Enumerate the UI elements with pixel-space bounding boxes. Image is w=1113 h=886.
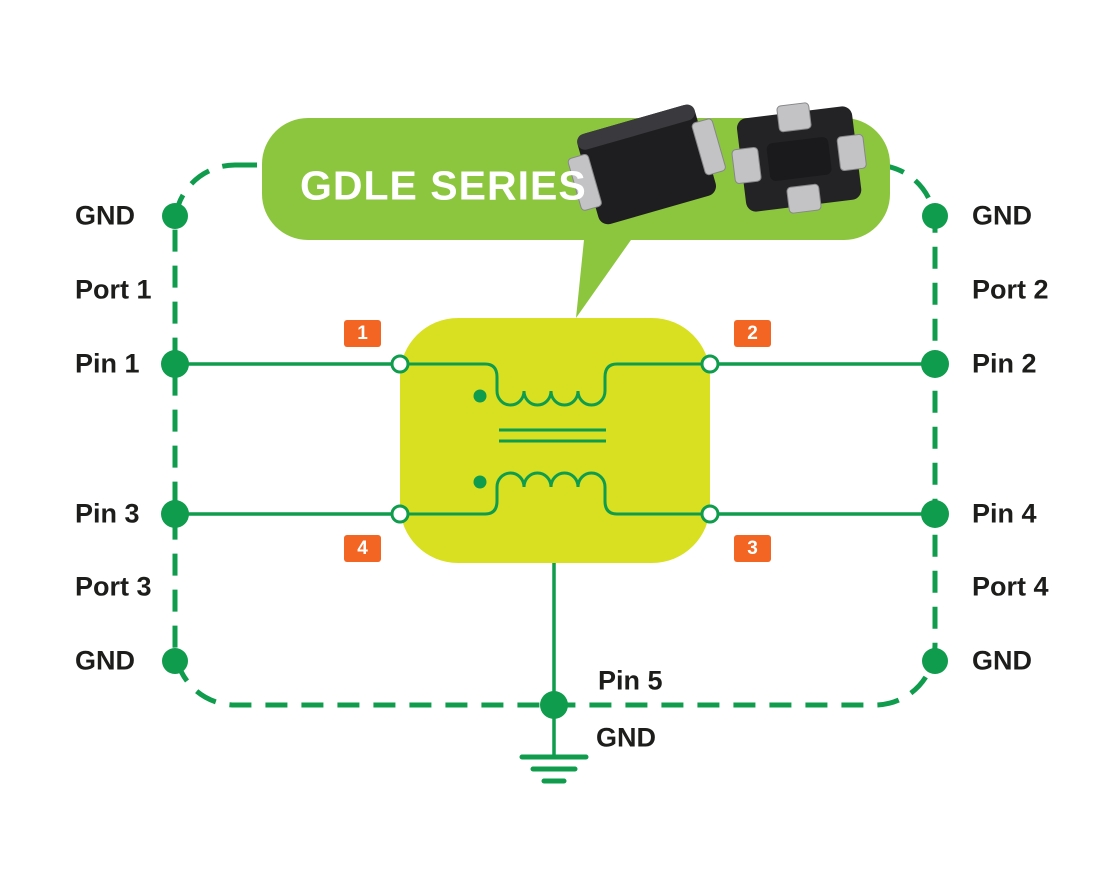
primary-winding bbox=[405, 362, 705, 407]
gnd-node-bottom-left bbox=[162, 648, 188, 674]
terminal-pin1 bbox=[390, 354, 410, 374]
ground-symbol bbox=[519, 754, 589, 784]
label-gnd-bottom-left: GND bbox=[75, 645, 135, 676]
label-port-4: Port 4 bbox=[972, 571, 1049, 602]
pin1-node-dot bbox=[161, 350, 189, 378]
terminal-pin2 bbox=[700, 354, 720, 374]
pin3-node-dot bbox=[161, 500, 189, 528]
gnd-node-top-right bbox=[922, 203, 948, 229]
label-port-2: Port 2 bbox=[972, 274, 1049, 305]
polarity-dot-bottom bbox=[473, 475, 487, 489]
bubble-tail bbox=[576, 230, 638, 318]
gnd-node-bottom-right bbox=[922, 648, 948, 674]
pin2-node-dot bbox=[921, 350, 949, 378]
label-port-1: Port 1 bbox=[75, 274, 152, 305]
label-pin-3: Pin 3 bbox=[75, 498, 140, 529]
pin4-node-dot bbox=[921, 500, 949, 528]
pad-badge-2: 2 bbox=[734, 320, 771, 347]
label-gnd-bottom: GND bbox=[596, 722, 656, 753]
label-pin-2: Pin 2 bbox=[972, 348, 1037, 379]
series-title: GDLE SERIES bbox=[300, 162, 587, 209]
label-pin-5: Pin 5 bbox=[598, 665, 663, 696]
gnd-node-top-left bbox=[162, 203, 188, 229]
label-gnd-top-right: GND bbox=[972, 200, 1032, 231]
label-gnd-bottom-right: GND bbox=[972, 645, 1032, 676]
terminal-pin3 bbox=[390, 504, 410, 524]
pad-badge-3: 3 bbox=[734, 535, 771, 562]
transformer-symbol bbox=[405, 362, 705, 516]
label-port-3: Port 3 bbox=[75, 571, 152, 602]
pad-badge-1: 1 bbox=[344, 320, 381, 347]
product-photo-smd-chip bbox=[731, 102, 867, 214]
secondary-winding bbox=[405, 471, 705, 516]
terminal-pin4 bbox=[700, 504, 720, 524]
label-pin-4: Pin 4 bbox=[972, 498, 1037, 529]
pin5-node-dot bbox=[540, 691, 568, 719]
pad-badge-4: 4 bbox=[344, 535, 381, 562]
label-gnd-top-left: GND bbox=[75, 200, 135, 231]
product-photo-clip-chip bbox=[567, 104, 726, 225]
polarity-dot-top bbox=[473, 389, 487, 403]
label-pin-1: Pin 1 bbox=[75, 348, 140, 379]
